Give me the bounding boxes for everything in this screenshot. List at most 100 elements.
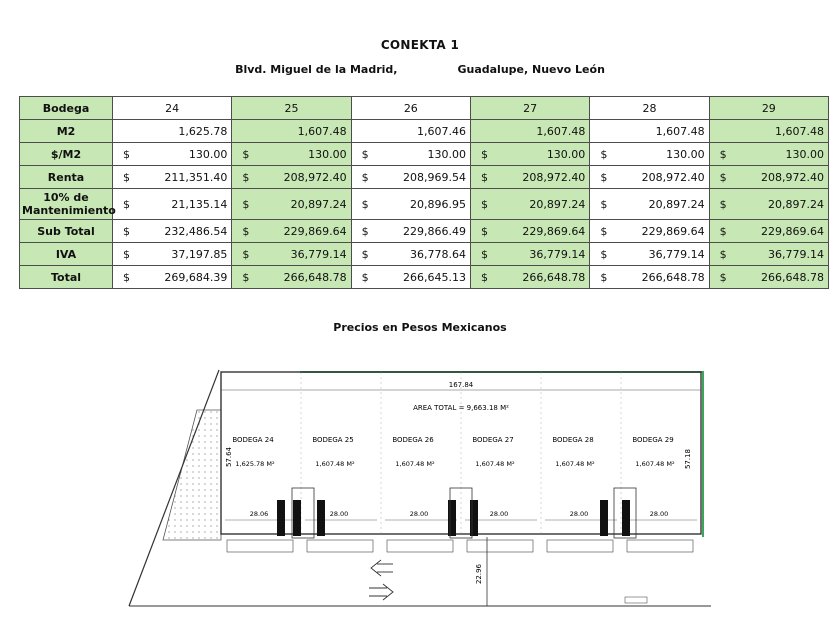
currency-symbol: $ <box>719 170 727 184</box>
cell-value: 229,869.64 <box>283 224 347 238</box>
currency-symbol: $ <box>600 247 608 261</box>
currency-symbol: $ <box>719 147 727 161</box>
cell-value: 36,779.14 <box>648 247 705 261</box>
table-cell: $20,896.95 <box>350 188 471 220</box>
cell-value: 229,866.49 <box>403 224 466 238</box>
dock-door <box>277 500 285 536</box>
currency-symbol: $ <box>480 270 488 284</box>
bay-name: BODEGA 26 <box>392 436 434 444</box>
table-cell: $229,869.64 <box>469 219 591 243</box>
ramp <box>449 487 473 539</box>
dock-door <box>600 500 608 536</box>
dock-apron <box>306 539 374 553</box>
cell-value: 37,197.85 <box>171 247 228 261</box>
table-cell: $229,869.64 <box>589 219 710 243</box>
currency-symbol: $ <box>480 197 488 211</box>
dock-door <box>293 500 301 536</box>
address-city: Guadalupe, Nuevo León <box>457 63 605 76</box>
cell-value: 266,648.78 <box>761 270 824 284</box>
table-row-renta: Renta$211,351.40$208,972.40$208,969.54$2… <box>19 165 830 189</box>
bay-width: 28.00 <box>570 510 589 518</box>
row-label: M2 <box>19 119 113 143</box>
table-cell: $36,779.14 <box>469 242 591 266</box>
currency-symbol: $ <box>719 270 727 284</box>
currency-symbol: $ <box>600 197 608 211</box>
table-cell: $266,645.13 <box>350 265 471 289</box>
currency-symbol: $ <box>719 247 727 261</box>
bodega-header: 27 <box>469 96 591 120</box>
table-cell: $266,648.78 <box>469 265 591 289</box>
table-cell: $208,972.40 <box>589 165 710 189</box>
table-cell: $20,897.24 <box>708 188 830 220</box>
table-cell: $211,351.40 <box>111 165 233 189</box>
cell-value: 208,969.54 <box>403 170 466 184</box>
table-cell: $36,779.14 <box>589 242 710 266</box>
currency-symbol: $ <box>361 224 369 238</box>
bodega-header: 28 <box>589 96 710 120</box>
bay-width: 28.00 <box>330 510 349 518</box>
table-row-iva: IVA$37,197.85$36,779.14$36,778.64$36,779… <box>19 242 830 266</box>
dock-apron <box>226 539 294 553</box>
table-row-subtotal: Sub Total$232,486.54$229,869.64$229,866.… <box>19 219 830 243</box>
cell-value: 36,779.14 <box>529 247 586 261</box>
currency-symbol: $ <box>361 270 369 284</box>
currency-symbol: $ <box>123 147 130 161</box>
currency-symbol: $ <box>600 147 608 161</box>
bay-area: 1,607.48 M² <box>635 460 675 468</box>
table-cell: $20,897.24 <box>231 188 352 220</box>
cell-value: 208,972.40 <box>283 170 347 184</box>
table-cell: 1,607.46 <box>350 119 471 143</box>
table-row-total: Total$269,684.39$266,648.78$266,645.13$2… <box>19 265 830 289</box>
dock-door <box>448 500 456 536</box>
bay-29: BODEGA 29 1,607.48 M² 28.00 <box>620 372 697 553</box>
table-cell: $36,778.64 <box>350 242 471 266</box>
dock-apron <box>386 539 454 553</box>
table-cell: $229,869.64 <box>708 219 830 243</box>
height-left: 57.64 <box>225 446 233 467</box>
currency-symbol: $ <box>123 247 130 261</box>
currency-symbol: $ <box>123 224 130 238</box>
cell-value: 130.00 <box>666 147 705 161</box>
width-dimension: 167.84 <box>449 381 474 389</box>
landscape-area <box>162 409 222 541</box>
yard-dimension: 22.96 <box>475 563 483 584</box>
table-cell: 1,607.48 <box>708 119 830 143</box>
currency-symbol: $ <box>123 270 130 284</box>
bay-width: 28.00 <box>650 510 669 518</box>
table-cell: $130.00 <box>111 142 233 166</box>
table-cell: $130.00 <box>469 142 591 166</box>
address-street: Blvd. Miguel de la Madrid, <box>235 63 398 76</box>
property-boundary <box>128 369 220 607</box>
gate <box>624 596 648 604</box>
currency-symbol: $ <box>361 197 369 211</box>
table-cell: 1,607.48 <box>589 119 710 143</box>
currency-symbol: $ <box>361 170 369 184</box>
cell-value: 130.00 <box>308 147 347 161</box>
table-cell: $20,897.24 <box>469 188 591 220</box>
cell-value: 266,648.78 <box>522 270 586 284</box>
dock-apron <box>466 539 534 553</box>
bodega-header: 29 <box>708 96 830 120</box>
currency-symbol: $ <box>242 170 250 184</box>
currency-symbol: $ <box>600 270 608 284</box>
project-title: CONEKTA 1 <box>380 38 460 52</box>
height-right: 57.18 <box>684 449 692 469</box>
currency-symbol: $ <box>480 224 488 238</box>
bay-name: BODEGA 29 <box>632 436 673 444</box>
cell-value: 208,972.40 <box>641 170 705 184</box>
currency-symbol: $ <box>480 247 488 261</box>
cell-value: 130.00 <box>188 147 228 161</box>
bodega-header: 25 <box>231 96 352 120</box>
dock-door <box>622 500 630 536</box>
table-cell: $37,197.85 <box>111 242 233 266</box>
row-label: 10% de Mantenimiento <box>19 188 116 220</box>
bay-area: 1,607.48 M² <box>395 460 435 468</box>
currency-symbol: $ <box>123 170 130 184</box>
row-label: IVA <box>19 242 113 266</box>
dock-door <box>317 500 325 536</box>
currency-symbol: $ <box>719 197 727 211</box>
cell-value: 130.00 <box>785 147 825 161</box>
table-cell: $130.00 <box>708 142 830 166</box>
